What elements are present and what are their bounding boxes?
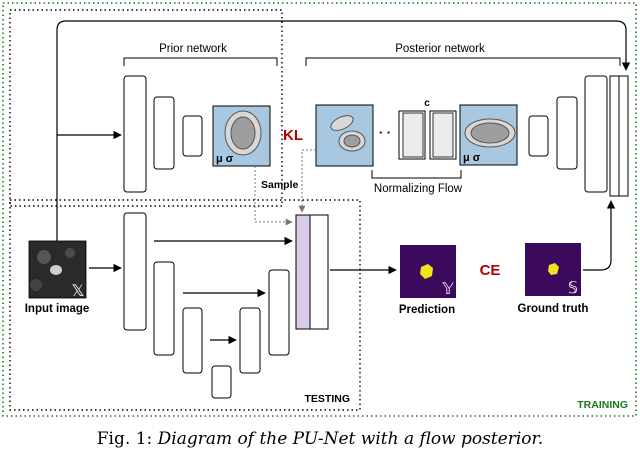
arrow-sample-prior	[254, 166, 293, 226]
prior-ellipse-inner	[230, 116, 256, 150]
unet-enc-1	[123, 212, 147, 331]
input-image-texture	[65, 248, 75, 258]
posterior-network-label: Posterior network	[395, 43, 485, 55]
ellipsis: · ·	[379, 125, 391, 140]
input-image-lesion	[50, 265, 62, 275]
unet-enc-2	[153, 261, 175, 356]
training-label: TRAINING	[577, 399, 628, 411]
flow-output-ellipse-inner	[470, 122, 510, 144]
ground-truth-symbol: 𝕊	[568, 280, 578, 297]
flow-mu-sigma: μ σ	[463, 152, 481, 164]
prediction-symbol: 𝕐	[441, 281, 454, 298]
ground-truth-label: Ground truth	[518, 303, 589, 315]
flow-bracket	[371, 170, 462, 179]
prediction-blob	[420, 264, 433, 279]
posterior-input-right	[618, 75, 629, 197]
posterior-blob-2-inner	[343, 134, 361, 148]
input-image-texture	[37, 250, 51, 264]
c-label: c	[424, 98, 430, 109]
sample-label: Sample	[261, 179, 299, 191]
ce-label: CE	[480, 262, 501, 279]
testing-label: TESTING	[304, 393, 350, 405]
posterior-block-3	[528, 115, 549, 157]
prior-region	[9, 9, 283, 207]
input-symbol: 𝕏	[72, 283, 85, 300]
normalizing-flow-label: Normalizing Flow	[374, 183, 463, 195]
prediction-label: Prediction	[399, 304, 455, 316]
posterior-block-1	[584, 75, 608, 193]
figure-caption-label: Fig. 1:	[97, 429, 152, 449]
testing-region	[9, 199, 361, 411]
flow-layer-1-inner	[402, 112, 424, 158]
prior-block-2	[153, 96, 175, 170]
flow-layer-2-inner	[432, 112, 454, 158]
prior-block-1	[123, 75, 147, 193]
prior-bracket	[123, 57, 278, 66]
unet-dec-3	[239, 307, 261, 374]
arrow-input-to-top	[56, 20, 631, 241]
posterior-block-2	[556, 96, 578, 170]
arrow-gt-to-posterior	[583, 200, 616, 271]
figure-caption: Fig. 1: Diagram of the PU-Net with a flo…	[97, 429, 543, 449]
unet-output-head	[295, 214, 311, 330]
kl-label: KL	[283, 127, 303, 144]
unet-dec-2	[268, 269, 290, 356]
posterior-bracket	[305, 57, 621, 66]
arrow-sample-posterior	[298, 149, 316, 213]
input-image-label: Input image	[25, 303, 90, 315]
prior-network-label: Prior network	[159, 43, 227, 55]
input-image-texture	[30, 279, 42, 291]
unet-output-final	[309, 214, 329, 330]
unet-enc-3	[182, 307, 203, 374]
ground-truth-blob	[548, 263, 559, 275]
unet-bottleneck	[211, 365, 232, 399]
posterior-input-left	[609, 75, 620, 197]
prior-block-3	[182, 115, 203, 157]
figure-caption-text: Diagram of the PU-Net with a flow poster…	[157, 429, 544, 449]
posterior-blob-1	[330, 115, 354, 131]
prior-mu-sigma: μ σ	[216, 153, 234, 165]
training-region	[2, 2, 637, 417]
